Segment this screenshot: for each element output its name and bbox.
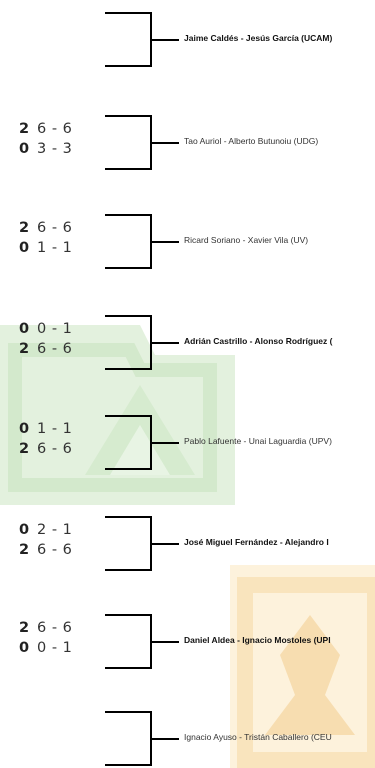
- games-top: 6 - 6: [37, 121, 73, 137]
- match-row: 0 0 - 1 2 6 - 6 Adrián Castrillo - Alons…: [0, 315, 375, 371]
- score-line-top: 2 6 - 6: [19, 218, 104, 238]
- sets-won-top: 0: [19, 421, 30, 437]
- match-row: 0 2 - 1 2 6 - 6 José Miguel Fernández - …: [0, 516, 375, 572]
- score-line-bottom: 0 1 - 1: [19, 238, 104, 258]
- score-line-top: 2 6 - 6: [19, 119, 104, 139]
- score-line-bottom: [19, 735, 104, 755]
- bracket-connector: [104, 12, 179, 68]
- score-line-bottom: 2 6 - 6: [19, 439, 104, 459]
- score-line-bottom: 2 6 - 6: [19, 339, 104, 359]
- sets-won-bottom: 2: [19, 542, 30, 558]
- score-line-bottom: 0 3 - 3: [19, 139, 104, 159]
- winner-pair-label[interactable]: Adrián Castrillo - Alonso Rodríguez (: [184, 336, 333, 346]
- sets-won-bottom: 0: [19, 240, 30, 256]
- score-line-top: 0 0 - 1: [19, 319, 104, 339]
- winner-pair-label[interactable]: Pablo Lafuente - Unai Laguardia (UPV): [184, 436, 332, 446]
- sets-won-bottom: 0: [19, 640, 30, 656]
- games-bottom: 6 - 6: [37, 441, 73, 457]
- score-line-bottom: [19, 36, 104, 56]
- match-score: 2 6 - 6 0 1 - 1: [19, 218, 104, 258]
- score-line-top: [19, 16, 104, 36]
- games-bottom: 3 - 3: [37, 141, 73, 157]
- games-top: 6 - 6: [37, 620, 73, 636]
- winner-pair-label[interactable]: Ricard Soriano - Xavier Vila (UV): [184, 235, 309, 245]
- games-top: 1 - 1: [37, 421, 73, 437]
- sets-won-bottom: 2: [19, 441, 30, 457]
- score-line-top: [19, 715, 104, 735]
- match-row: 2 6 - 6 0 0 - 1 Daniel Aldea - Ignacio M…: [0, 614, 375, 670]
- sets-won-top: 2: [19, 121, 30, 137]
- match-score: 0 0 - 1 2 6 - 6: [19, 319, 104, 359]
- bracket-connector: [104, 315, 179, 371]
- bracket-connector: [104, 115, 179, 171]
- winner-pair-label[interactable]: Jaime Caldés - Jesús García (UCAM): [184, 33, 333, 43]
- winner-pair-label[interactable]: José Miguel Fernández - Alejandro I: [184, 537, 329, 547]
- match-score: 2 6 - 6 0 0 - 1: [19, 618, 104, 658]
- bracket-connector: [104, 711, 179, 767]
- score-line-bottom: 2 6 - 6: [19, 540, 104, 560]
- games-top: 0 - 1: [37, 321, 73, 337]
- bracket-connector: [104, 415, 179, 471]
- match-score: 0 2 - 1 2 6 - 6: [19, 520, 104, 560]
- match-row: Ignacio Ayuso - Tristán Caballero (CEU: [0, 711, 375, 767]
- sets-won-bottom: 2: [19, 341, 30, 357]
- score-line-top: 2 6 - 6: [19, 618, 104, 638]
- games-bottom: 1 - 1: [37, 240, 73, 256]
- match-score: 0 1 - 1 2 6 - 6: [19, 419, 104, 459]
- match-row: 0 1 - 1 2 6 - 6 Pablo Lafuente - Unai La…: [0, 415, 375, 471]
- match-row: Jaime Caldés - Jesús García (UCAM): [0, 12, 375, 68]
- bracket-connector: [104, 614, 179, 670]
- games-top: 6 - 6: [37, 220, 73, 236]
- bracket-connector: [104, 516, 179, 572]
- match-row: 2 6 - 6 0 1 - 1 Ricard Soriano - Xavier …: [0, 214, 375, 270]
- score-line-top: 0 2 - 1: [19, 520, 104, 540]
- sets-won-bottom: 0: [19, 141, 30, 157]
- games-top: 2 - 1: [37, 522, 73, 538]
- winner-pair-label[interactable]: Daniel Aldea - Ignacio Mostoles (UPI: [184, 635, 331, 645]
- sets-won-top: 2: [19, 620, 30, 636]
- winner-pair-label[interactable]: Tao Auriol - Alberto Butunoiu (UDG): [184, 136, 319, 146]
- match-score: 2 6 - 6 0 3 - 3: [19, 119, 104, 159]
- games-bottom: 6 - 6: [37, 341, 73, 357]
- match-score: [19, 715, 104, 755]
- bracket-connector: [104, 214, 179, 270]
- winner-pair-label[interactable]: Ignacio Ayuso - Tristán Caballero (CEU: [184, 732, 332, 742]
- games-bottom: 0 - 1: [37, 640, 73, 656]
- match-row: 2 6 - 6 0 3 - 3 Tao Auriol - Alberto But…: [0, 115, 375, 171]
- match-score: [19, 16, 104, 56]
- score-line-top: 0 1 - 1: [19, 419, 104, 439]
- sets-won-top: 2: [19, 220, 30, 236]
- sets-won-top: 0: [19, 522, 30, 538]
- games-bottom: 6 - 6: [37, 542, 73, 558]
- sets-won-top: 0: [19, 321, 30, 337]
- score-line-bottom: 0 0 - 1: [19, 638, 104, 658]
